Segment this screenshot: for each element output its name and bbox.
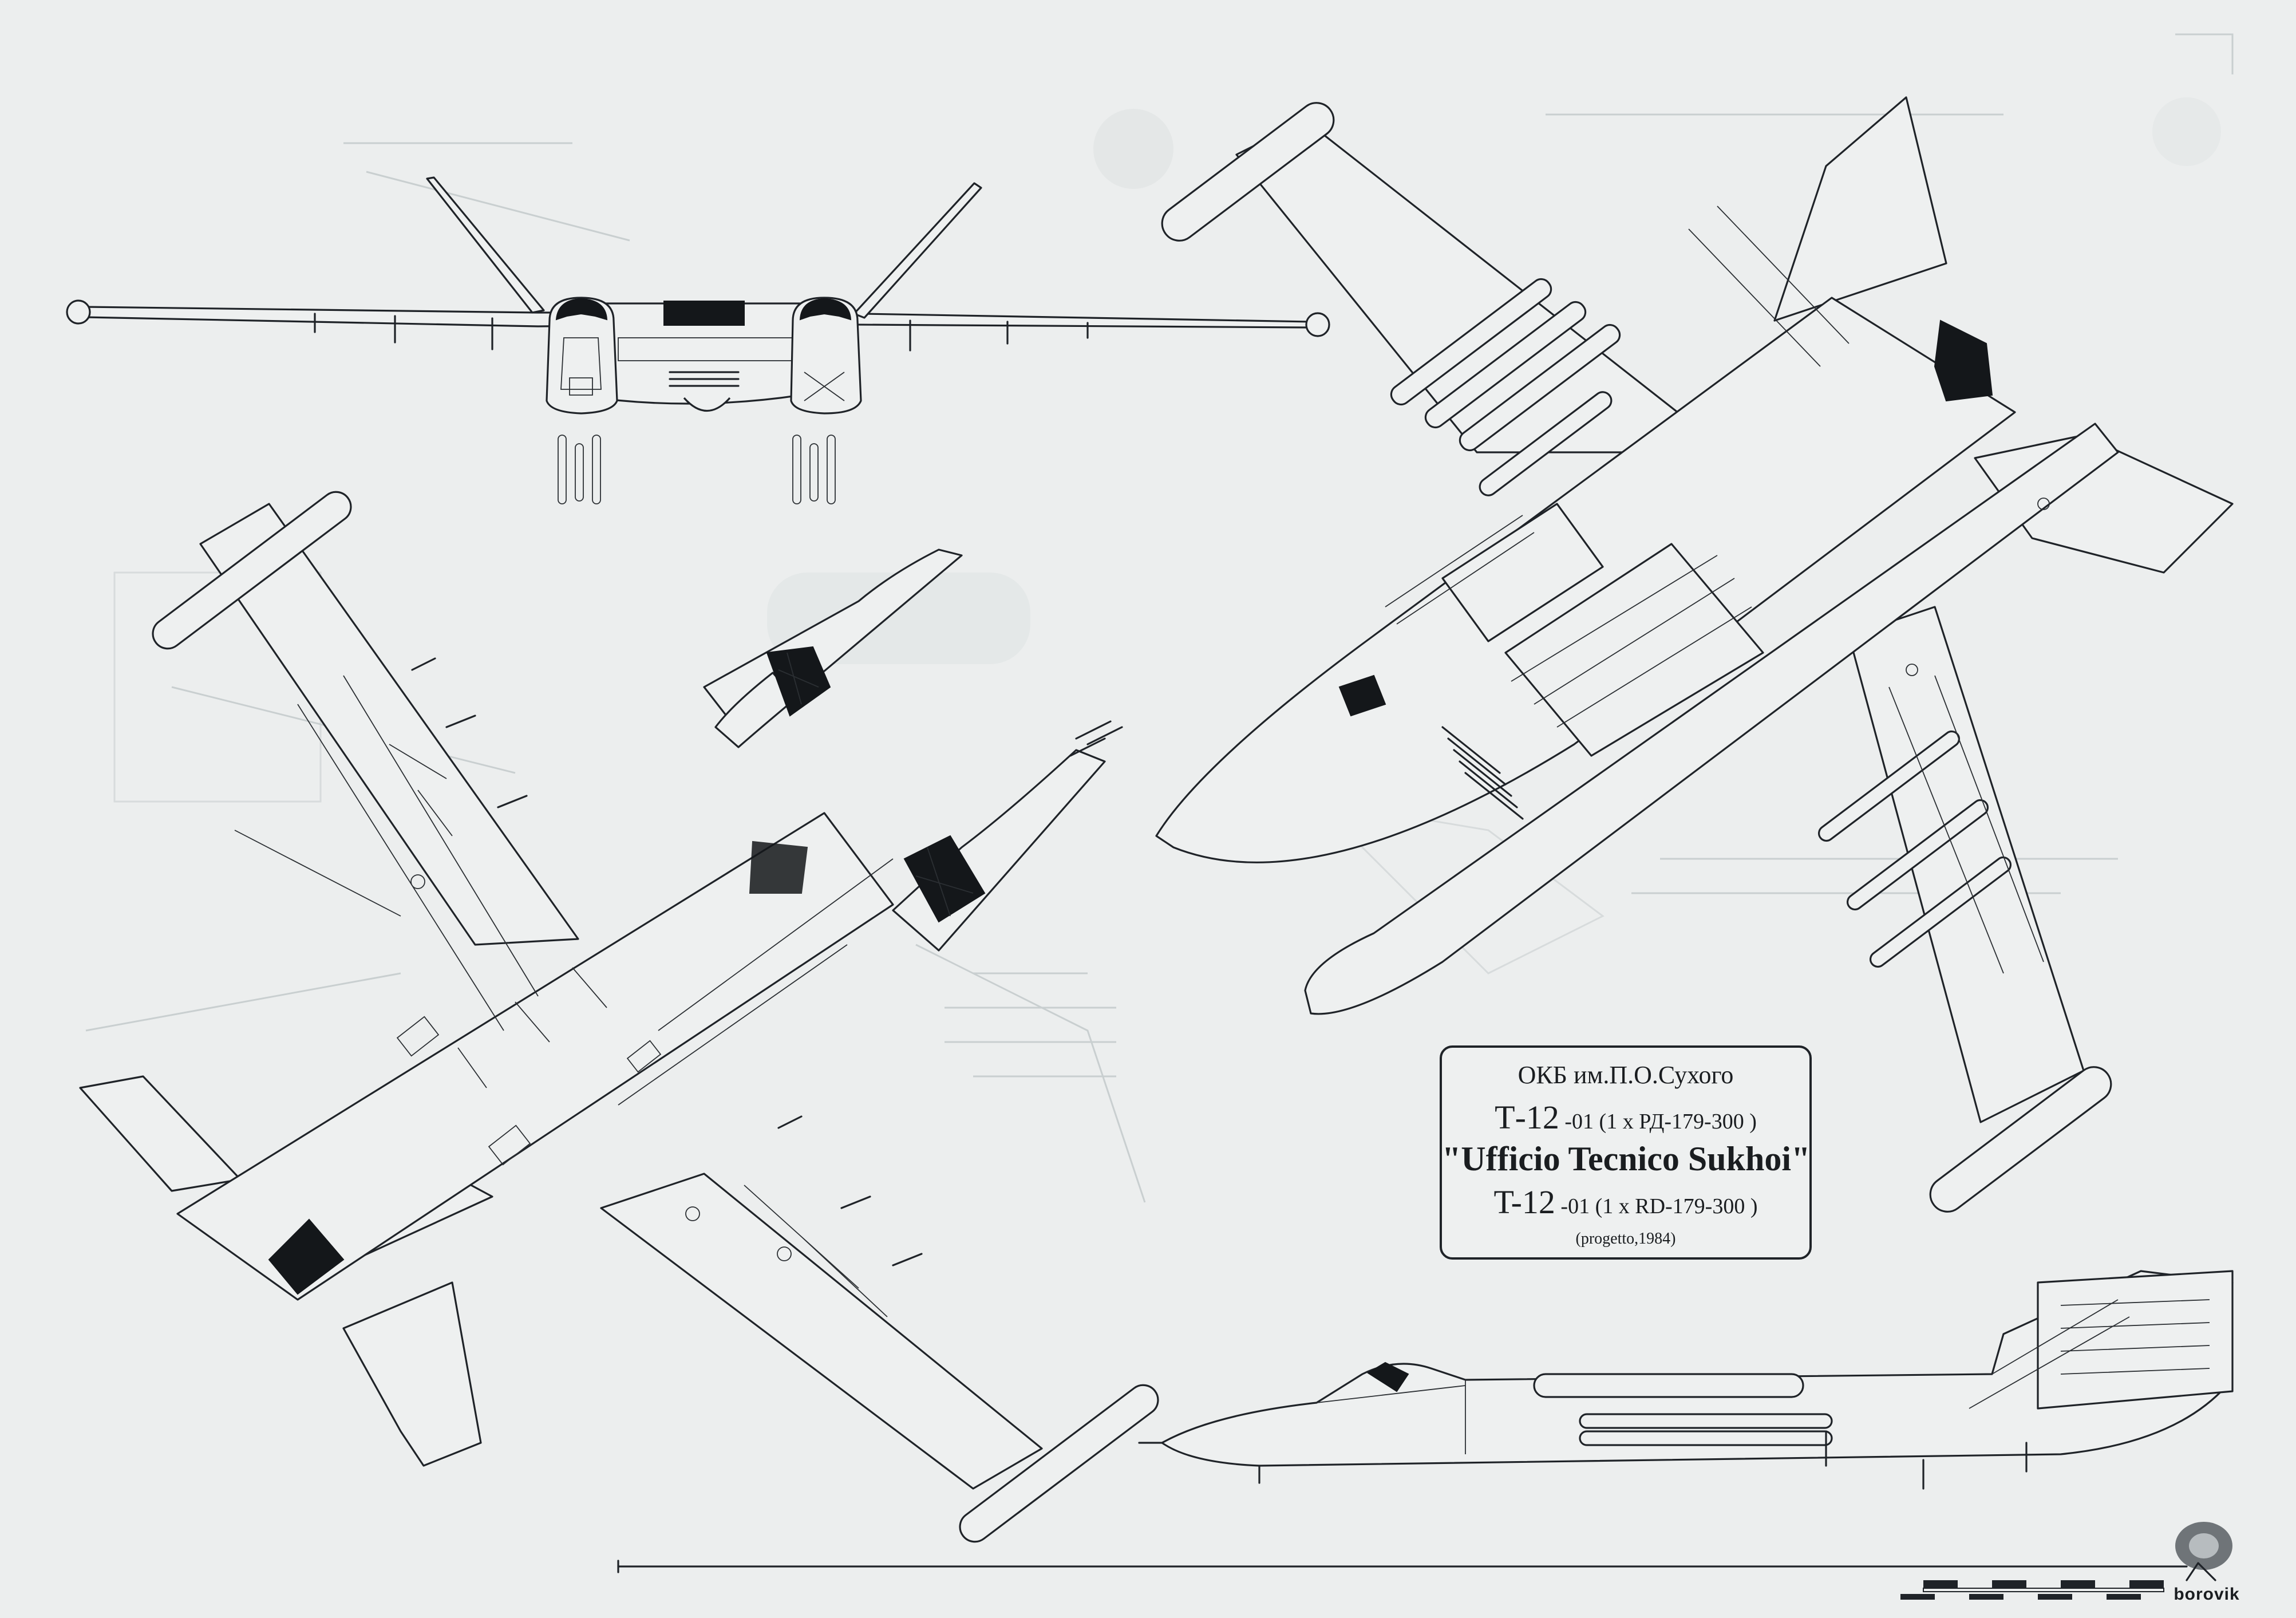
- top-wing-upper: [199, 503, 579, 946]
- brand-label: borovik: [2174, 1585, 2240, 1604]
- title-line-bureau-it: "Ufficio Tecnico Sukhoi": [1442, 1140, 1811, 1178]
- bottom-fuselage: [1155, 297, 2016, 863]
- top-view: [79, 491, 1159, 1543]
- top-canopy-left: [766, 646, 831, 717]
- bottom-vent-lines: [1441, 726, 1524, 820]
- designation-en-detail: -01 (1 x RD-179-300 ): [1555, 1194, 1758, 1218]
- bottom-tiptank-upper: [1161, 102, 1335, 242]
- title-box: ОКБ им.П.О.Сухого Т-12 -01 (1 х РД-179-3…: [1440, 1045, 1812, 1260]
- title-line-designation-en: T-12 -01 (1 x RD-179-300 ): [1442, 1183, 1809, 1221]
- title-line-designation-ru: Т-12 -01 (1 х РД-179-300 ): [1442, 1098, 1809, 1136]
- top-wing-lower: [600, 1173, 1043, 1490]
- fin-right: [853, 182, 982, 319]
- fin-left: [426, 176, 545, 314]
- wingtip-tank-right: [1305, 312, 1330, 337]
- bottom-nacelle: [1304, 423, 2119, 1015]
- bottom-wing-upper: [1235, 119, 1730, 453]
- bottom-fin: [1773, 96, 1947, 322]
- bottom-exhaust: [1934, 319, 1993, 402]
- scale-bar: [617, 1560, 2188, 1600]
- top-canopy-right: [903, 835, 986, 923]
- top-bay-shade: [749, 840, 808, 894]
- designation-ru-detail: -01 (1 х РД-179-300 ): [1559, 1110, 1757, 1134]
- top-tiptank-lower: [959, 1384, 1159, 1543]
- top-tiptank-upper: [152, 491, 352, 650]
- designation-ru-main: Т-12: [1495, 1099, 1559, 1136]
- title-line-project-note: (progetto,1984): [1575, 1230, 1676, 1248]
- title-line-bureau-ru: ОКБ им.П.О.Сухого: [1518, 1061, 1734, 1089]
- bottom-wing-lower: [1848, 606, 2085, 1123]
- top-exhaust: [268, 1218, 345, 1295]
- wingtip-tank-left: [66, 299, 91, 325]
- top-fuselage: [176, 812, 894, 1301]
- nacelle-right: [790, 297, 862, 415]
- bottom-view: [1155, 96, 2234, 1213]
- designation-en-main: T-12: [1493, 1183, 1555, 1221]
- front-view: [66, 176, 1330, 504]
- borovik-logo: [2175, 1522, 2232, 1581]
- bottom-tiptank-lower: [1929, 1066, 2112, 1213]
- scale-bar-segments: [1900, 1580, 2164, 1600]
- side-view: [1138, 1270, 2234, 1490]
- nacelle-left: [546, 297, 618, 415]
